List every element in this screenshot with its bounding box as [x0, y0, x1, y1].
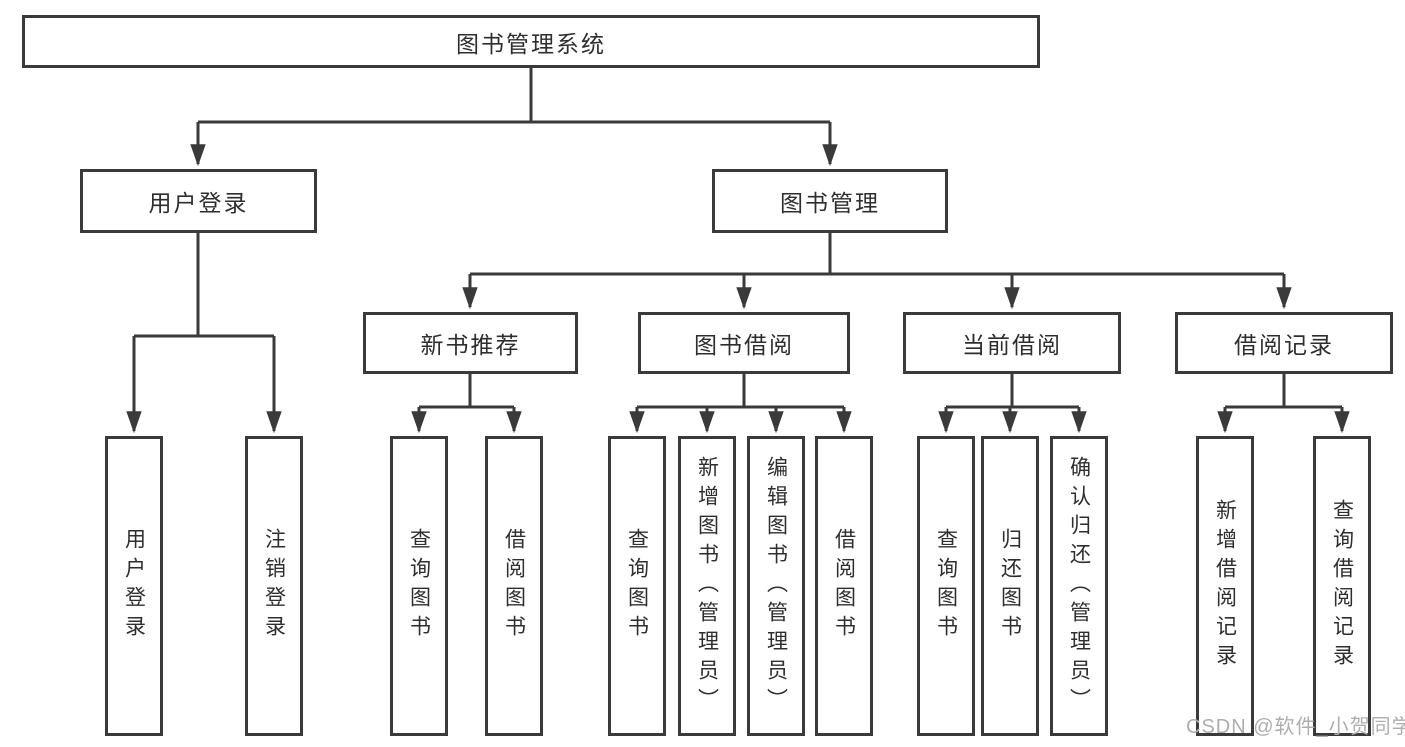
node-book-borrow-label: 图书借阅 — [694, 332, 794, 358]
leaf-edit-book-admin: 编辑图书（管理员） — [747, 436, 805, 736]
leaf-add-borrow-record: 新增借阅记录 — [1196, 436, 1254, 736]
node-borrow-records-label: 借阅记录 — [1234, 332, 1334, 358]
node-root: 图书管理系统 — [22, 15, 1040, 68]
node-new-book-recommend: 新书推荐 — [363, 312, 578, 374]
node-borrow-records: 借阅记录 — [1175, 312, 1393, 374]
leaf-borrow-books-borrow: 借阅图书 — [815, 436, 873, 736]
leaf-borrow-books-recommend: 借阅图书 — [485, 436, 543, 736]
leaf-query-books-recommend: 查询图书 — [390, 436, 448, 736]
node-book-management-label: 图书管理 — [780, 190, 880, 216]
leaf-add-book-admin: 新增图书（管理员） — [678, 436, 736, 736]
leaf-add-borrow-record-label: 新增借阅记录 — [1213, 499, 1237, 673]
leaf-query-books-current: 查询图书 — [917, 436, 975, 736]
leaf-query-borrow-record-label: 查询借阅记录 — [1330, 499, 1354, 673]
leaf-borrow-books-borrow-label: 借阅图书 — [832, 528, 856, 644]
csdn-watermark: CSDN @软件_小贺同学 — [1186, 716, 1405, 738]
leaf-edit-book-admin-label: 编辑图书（管理员） — [764, 455, 788, 717]
leaf-query-books-current-label: 查询图书 — [934, 528, 958, 644]
leaf-confirm-return-admin-label: 确认归还（管理员） — [1067, 455, 1091, 717]
node-book-management: 图书管理 — [712, 169, 948, 233]
leaf-logout-login-label: 注销登录 — [262, 528, 286, 644]
leaf-add-book-admin-label: 新增图书（管理员） — [695, 455, 719, 717]
node-user-login: 用户登录 — [80, 169, 317, 233]
leaf-logout-login: 注销登录 — [245, 436, 303, 736]
leaf-borrow-books-recommend-label: 借阅图书 — [502, 528, 526, 644]
node-new-book-recommend-label: 新书推荐 — [420, 332, 521, 358]
leaf-query-books-borrow-label: 查询图书 — [625, 528, 649, 644]
leaf-confirm-return-admin: 确认归还（管理员） — [1050, 436, 1108, 736]
leaf-user-login: 用户登录 — [105, 436, 163, 736]
leaf-query-books-recommend-label: 查询图书 — [407, 528, 431, 644]
node-book-borrow: 图书借阅 — [638, 312, 850, 374]
node-root-label: 图书管理系统 — [456, 30, 606, 57]
node-user-login-label: 用户登录 — [148, 190, 249, 216]
leaf-query-borrow-record: 查询借阅记录 — [1313, 436, 1371, 736]
leaf-return-books: 归还图书 — [981, 436, 1039, 736]
leaf-user-login-label: 用户登录 — [122, 528, 146, 644]
leaf-query-books-borrow: 查询图书 — [608, 436, 666, 736]
node-current-borrow-label: 当前借阅 — [962, 332, 1062, 358]
node-current-borrow: 当前借阅 — [903, 312, 1121, 374]
leaf-return-books-label: 归还图书 — [998, 528, 1022, 644]
